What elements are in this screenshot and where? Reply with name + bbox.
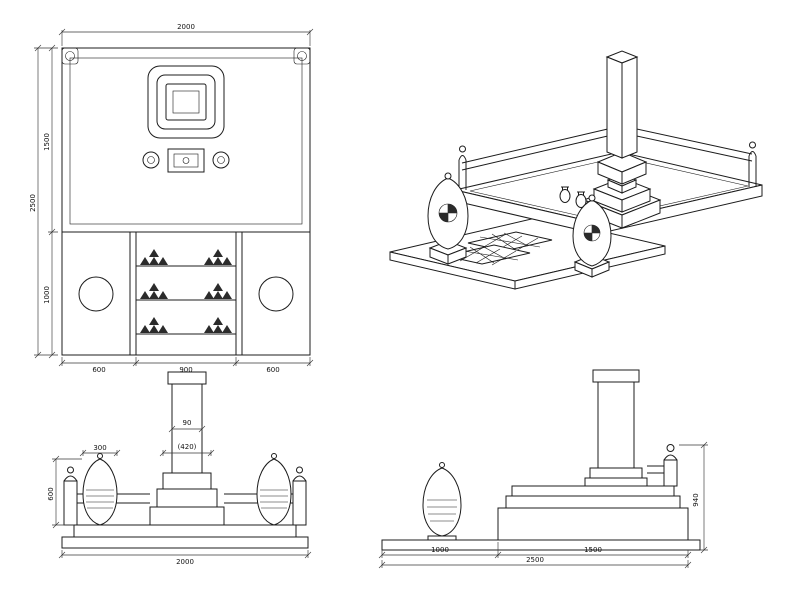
plan-dim-depth-total: 2500 — [29, 194, 37, 212]
plan-outline — [61, 47, 311, 356]
front-base — [61, 524, 309, 549]
iso-pillar — [582, 50, 662, 229]
front-elevation: 2000 600 300 90 (420) — [47, 371, 312, 566]
front-lantern-right — [256, 453, 292, 526]
front-pedestal — [149, 472, 225, 526]
plan-drums — [78, 276, 294, 312]
plan-dim-depth-lower: 1000 — [43, 286, 51, 304]
plan-dim-depth-upper: 1500 — [43, 133, 51, 151]
plan-dim-front-right: 600 — [266, 366, 279, 374]
plan-dimensions: 2000 1500 1000 2500 600 900 600 — [29, 23, 314, 374]
side-platform — [497, 485, 689, 541]
front-dim-pillar-width: 90 — [183, 419, 192, 427]
side-base — [381, 539, 701, 551]
plan-stair — [129, 232, 243, 355]
front-dimensions: 2000 600 300 90 (420) — [47, 419, 312, 566]
side-pillar — [584, 369, 648, 487]
plan-offering-stands — [142, 148, 230, 173]
front-dim-pedestal-width: (420) — [178, 443, 197, 451]
fence-post-ball-left — [459, 145, 466, 153]
plan-dim-front-left: 600 — [92, 366, 105, 374]
iso-vases — [559, 186, 587, 208]
plan-corner-posts — [61, 47, 311, 65]
side-elevation: 1000 1500 2500 940 — [378, 369, 708, 569]
plan-tower — [147, 65, 225, 139]
side-dim-platform: 1500 — [584, 546, 602, 554]
fence-post-ball-right — [749, 141, 756, 149]
side-fence-post — [647, 444, 678, 487]
front-dim-overall-width: 2000 — [176, 558, 194, 566]
iso-lantern-left — [427, 172, 469, 265]
side-dim-height: 940 — [692, 493, 700, 506]
plan-view: 2000 1500 1000 2500 600 900 600 — [29, 23, 314, 374]
side-lantern — [422, 462, 462, 541]
side-dim-approach: 1000 — [431, 546, 449, 554]
isometric-view — [389, 50, 763, 290]
front-dim-lantern-height: 600 — [47, 487, 55, 500]
front-dim-lantern-width: 300 — [93, 444, 106, 452]
front-lantern-left — [82, 453, 118, 526]
iso-fence — [458, 127, 757, 190]
plan-dim-front-center: 900 — [179, 366, 192, 374]
side-dimensions: 1000 1500 2500 940 — [378, 441, 708, 569]
plan-dim-width: 2000 — [177, 23, 195, 31]
iso-lantern-right — [572, 194, 612, 278]
side-dim-total: 2500 — [526, 556, 544, 564]
front-pillar — [167, 371, 207, 474]
iso-paving-slabs — [445, 231, 553, 266]
